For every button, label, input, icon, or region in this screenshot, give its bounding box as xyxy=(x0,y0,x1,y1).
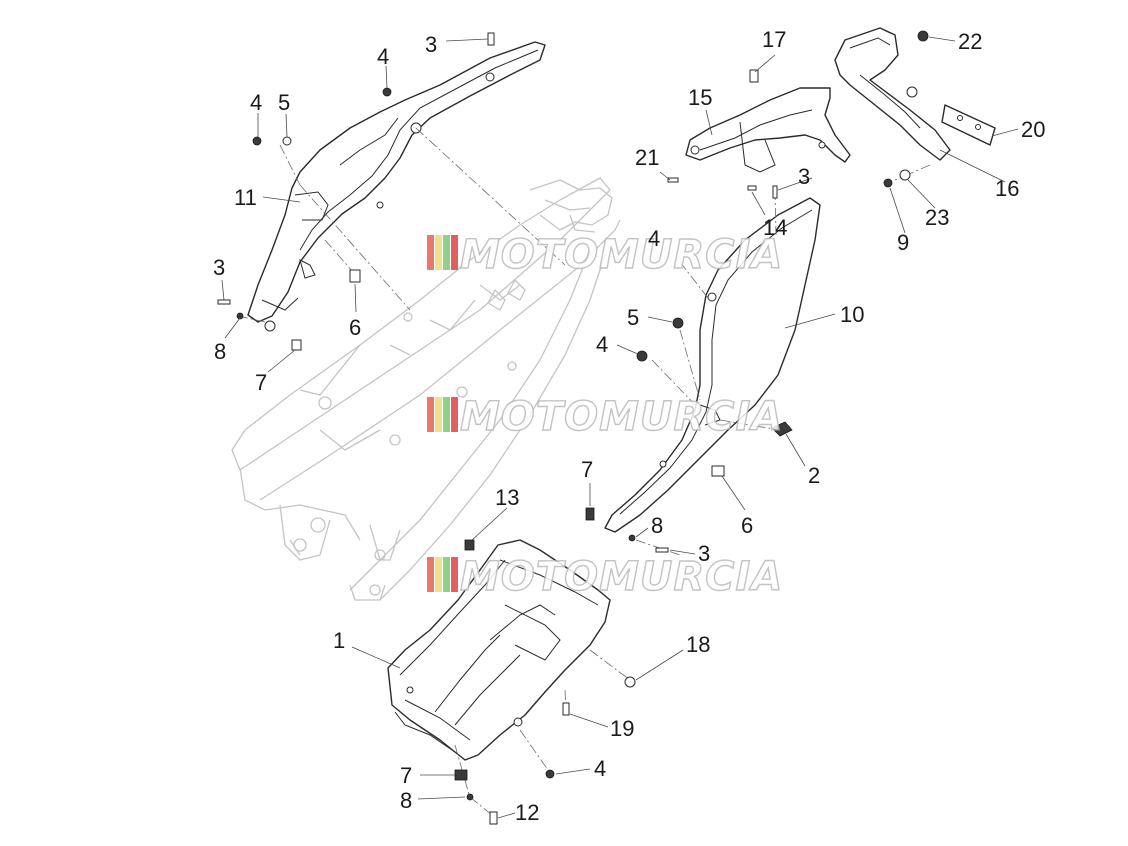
callout-1: 1 xyxy=(333,628,345,653)
callout-17: 17 xyxy=(762,27,786,52)
callout-16: 16 xyxy=(995,176,1019,201)
callout-3: 3 xyxy=(425,32,437,57)
watermark-middle: MOTOMURCIA xyxy=(427,393,783,441)
callout-21: 21 xyxy=(635,145,659,170)
callout-8: 8 xyxy=(214,339,226,364)
rear-subframe xyxy=(231,177,621,601)
callout-5: 5 xyxy=(627,305,639,330)
callout-12: 12 xyxy=(515,800,539,825)
callout-19: 19 xyxy=(610,716,634,741)
rear-mudguard xyxy=(387,539,611,761)
callout-2: 2 xyxy=(808,463,820,488)
tail-support xyxy=(685,87,851,173)
callout-7: 7 xyxy=(400,763,412,788)
callout-14: 14 xyxy=(763,215,787,240)
license-plate-holder xyxy=(834,27,996,161)
leader-lines xyxy=(221,36,1019,819)
right-side-fairing xyxy=(604,197,821,533)
callout-23: 23 xyxy=(925,205,949,230)
callout-22: 22 xyxy=(958,29,982,54)
assembly-lines xyxy=(237,127,931,816)
callout-4: 4 xyxy=(250,90,262,115)
watermark-bottom: MOTOMURCIA xyxy=(427,553,783,601)
callout-18: 18 xyxy=(686,632,710,657)
callout-3: 3 xyxy=(798,164,810,189)
callout-7: 7 xyxy=(581,457,593,482)
callout-4: 4 xyxy=(648,226,660,251)
watermark-text: MOTOMURCIA xyxy=(460,394,783,440)
callout-9: 9 xyxy=(897,230,909,255)
callout-5: 5 xyxy=(278,90,290,115)
callout-4: 4 xyxy=(594,756,606,781)
watermark-text: MOTOMURCIA xyxy=(460,554,783,600)
callout-8: 8 xyxy=(400,788,412,813)
watermark-text: MOTOMURCIA xyxy=(460,232,783,278)
callout-4: 4 xyxy=(377,44,389,69)
callout-3: 3 xyxy=(213,255,225,280)
callout-3: 3 xyxy=(698,541,710,566)
watermark-top: MOTOMURCIA xyxy=(427,231,783,279)
callout-13: 13 xyxy=(495,485,519,510)
callout-8: 8 xyxy=(651,513,663,538)
callout-6: 6 xyxy=(349,315,361,340)
callout-6: 6 xyxy=(741,513,753,538)
callout-4: 4 xyxy=(596,332,608,357)
hardware xyxy=(217,30,929,825)
callout-numbers: 3 4 4 5 11 3 6 8 7 4 5 4 10 2 7 6 8 3 13… xyxy=(213,27,1045,825)
callout-20: 20 xyxy=(1021,117,1045,142)
callout-10: 10 xyxy=(840,302,864,327)
callout-15: 15 xyxy=(688,85,712,110)
left-side-fairing xyxy=(247,41,546,332)
callout-7: 7 xyxy=(255,370,267,395)
callout-11: 11 xyxy=(234,185,257,210)
